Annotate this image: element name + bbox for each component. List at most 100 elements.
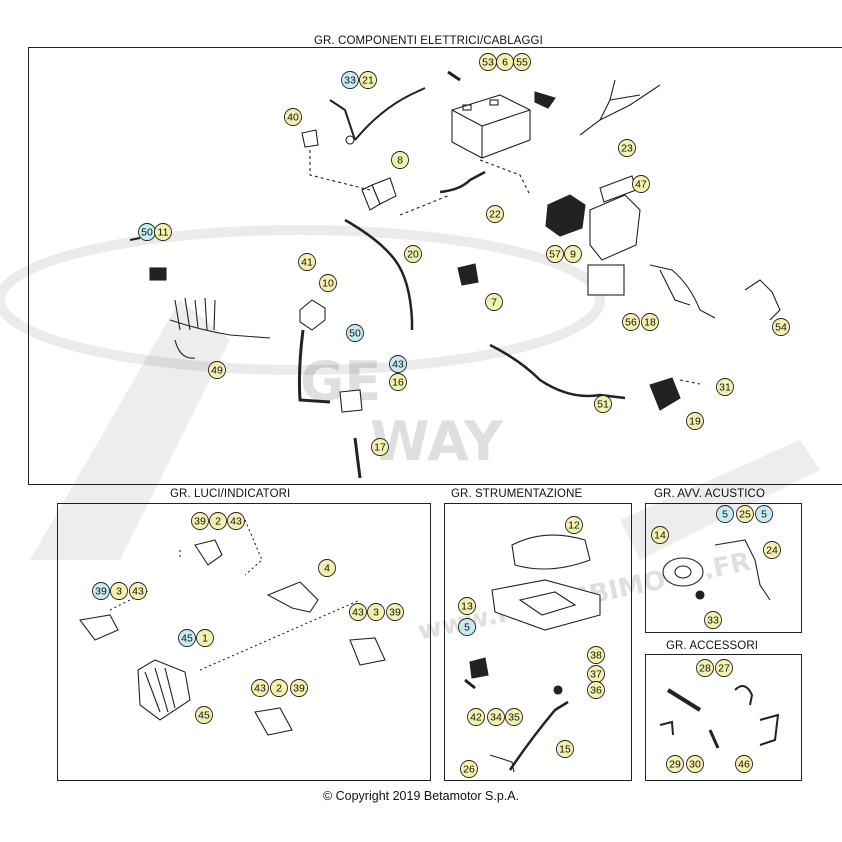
battery-terminal-cover bbox=[534, 91, 556, 109]
horn-panel-frame bbox=[645, 503, 802, 633]
callout-circle bbox=[129, 582, 147, 600]
callout-number: 43 bbox=[230, 516, 242, 528]
callout-number: 5 bbox=[761, 509, 767, 521]
callout-number: 24 bbox=[766, 545, 778, 557]
callout-number: 39 bbox=[95, 586, 107, 598]
callout-number: 31 bbox=[719, 382, 731, 394]
callout-main-23: 23 bbox=[618, 139, 636, 157]
copyright-notice: © Copyright 2019 Betamotor S.p.A. bbox=[322, 789, 520, 803]
callout-main-7: 7 bbox=[485, 293, 503, 311]
callout-main-43: 43 bbox=[389, 355, 407, 373]
callout-number: 23 bbox=[621, 143, 633, 155]
callout-circle bbox=[556, 740, 574, 758]
callout-circle bbox=[386, 603, 404, 621]
callout-instruments-5: 5 bbox=[458, 618, 476, 636]
callout-circle bbox=[404, 245, 422, 263]
callout-circle bbox=[284, 108, 302, 126]
callout-number: 6 bbox=[502, 57, 508, 69]
cable-20 bbox=[344, 218, 414, 330]
callout-horn-25: 25 bbox=[736, 505, 754, 523]
lights-panel-frame bbox=[57, 503, 431, 781]
lights-panel-title: GR. LUCI/INDICATORI bbox=[168, 488, 293, 500]
callout-number: 3 bbox=[116, 586, 122, 598]
callout-number: 56 bbox=[625, 317, 637, 329]
callout-number: 43 bbox=[132, 586, 144, 598]
callout-main-31: 31 bbox=[716, 378, 734, 396]
callout-instruments-36: 36 bbox=[587, 681, 605, 699]
callout-lights-39: 39 bbox=[191, 512, 209, 530]
callout-circle bbox=[704, 611, 722, 629]
callout-lights-45: 45 bbox=[178, 629, 196, 647]
callout-circle bbox=[458, 618, 476, 636]
callout-lights-3: 3 bbox=[110, 582, 128, 600]
battery-screw bbox=[447, 70, 461, 82]
callout-circle bbox=[485, 293, 503, 311]
callout-number: 50 bbox=[349, 328, 361, 340]
callout-main-41: 41 bbox=[298, 253, 316, 271]
callout-lights-39: 39 bbox=[386, 603, 404, 621]
callout-main-10: 10 bbox=[319, 274, 337, 292]
callout-main-56: 56 bbox=[622, 313, 640, 331]
callout-number: 16 bbox=[392, 377, 404, 389]
callout-circle bbox=[632, 175, 650, 193]
cdi-57 bbox=[545, 194, 586, 237]
cable-21 bbox=[329, 87, 426, 141]
indicator-front-left bbox=[79, 614, 119, 641]
callout-number: 50 bbox=[141, 227, 153, 239]
indicator-rear-right bbox=[349, 637, 386, 666]
callout-instruments-15: 15 bbox=[556, 740, 574, 758]
taillight-1 bbox=[137, 659, 191, 721]
callout-circle bbox=[346, 324, 364, 342]
callout-circle bbox=[349, 603, 367, 621]
callout-circle bbox=[564, 245, 582, 263]
indicator-front-upper bbox=[194, 539, 223, 566]
connector-11 bbox=[149, 267, 167, 281]
callout-number: 54 bbox=[775, 322, 787, 334]
callout-circle bbox=[696, 659, 714, 677]
main-parts bbox=[129, 70, 781, 479]
callout-circle bbox=[460, 760, 478, 778]
callout-main-53: 53 bbox=[479, 53, 497, 71]
cable-51 bbox=[489, 343, 626, 400]
callout-number: 38 bbox=[590, 650, 602, 662]
callout-circle bbox=[208, 361, 226, 379]
main-panel-frame bbox=[28, 47, 842, 485]
regulator-9 bbox=[589, 194, 641, 261]
callout-lights-39: 39 bbox=[290, 679, 308, 697]
callout-lights-1: 1 bbox=[196, 629, 214, 647]
callout-circle bbox=[487, 708, 505, 726]
callout-circle bbox=[641, 313, 659, 331]
callout-main-21: 21 bbox=[359, 71, 377, 89]
callout-lights-2: 2 bbox=[270, 679, 288, 697]
callout-main-6: 6 bbox=[496, 53, 514, 71]
callout-number: 45 bbox=[198, 710, 210, 722]
callout-horn-5: 5 bbox=[755, 505, 773, 523]
callout-instruments-34: 34 bbox=[487, 708, 505, 726]
callout-main-18: 18 bbox=[641, 313, 659, 331]
lights-parts bbox=[79, 519, 386, 736]
callout-circle bbox=[735, 755, 753, 773]
coil-10 bbox=[299, 299, 326, 331]
fuse-holder-56 bbox=[587, 264, 625, 296]
callout-circle bbox=[209, 512, 227, 530]
callout-number: 55 bbox=[516, 57, 528, 69]
callout-number: 27 bbox=[718, 663, 730, 675]
callout-circle bbox=[341, 71, 359, 89]
callout-circle bbox=[110, 582, 128, 600]
watermark-text-2: WAY bbox=[370, 410, 504, 473]
callout-number: 11 bbox=[158, 227, 169, 239]
callout-number: 46 bbox=[738, 759, 750, 771]
callout-number: 39 bbox=[389, 607, 401, 619]
instruments-panel-frame bbox=[444, 503, 632, 781]
harness-49 bbox=[169, 297, 271, 339]
callout-circle bbox=[587, 646, 605, 664]
callout-instruments-35: 35 bbox=[505, 708, 523, 726]
callout-main-19: 19 bbox=[686, 412, 704, 430]
callout-number: 30 bbox=[689, 759, 701, 771]
instruments-panel-title: GR. STRUMENTAZIONE bbox=[449, 488, 585, 500]
callout-number: 19 bbox=[689, 416, 701, 428]
callout-horn-5: 5 bbox=[716, 505, 734, 523]
callout-number: 8 bbox=[397, 155, 403, 167]
callout-number: 15 bbox=[559, 744, 571, 756]
